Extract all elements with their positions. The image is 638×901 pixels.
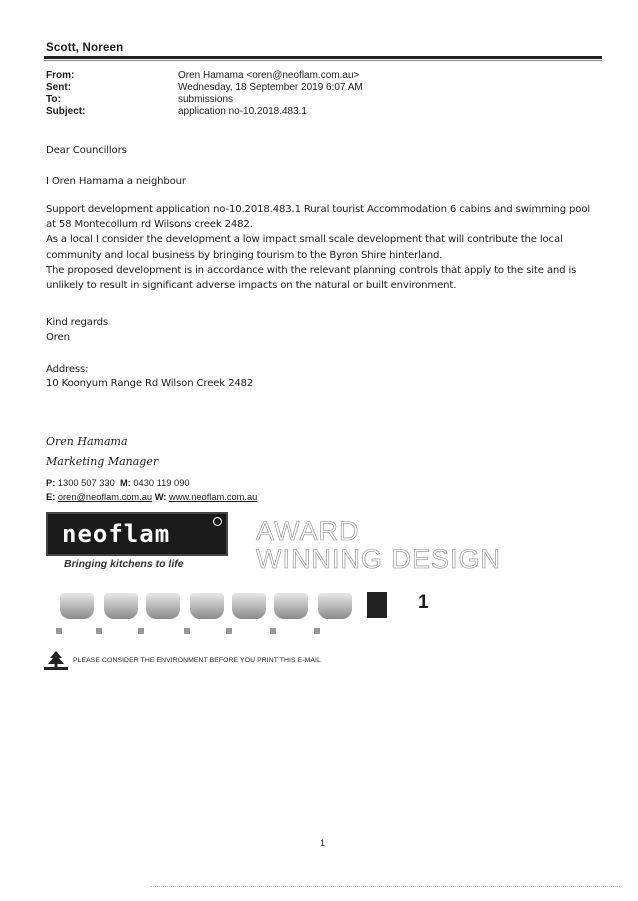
- cookware-image: [190, 593, 224, 619]
- cookware-image: [60, 593, 94, 619]
- award-number: 1: [418, 592, 429, 613]
- registered-mark-icon: [213, 517, 222, 526]
- award-line-1: AWARD: [256, 516, 360, 546]
- address-value: 10 Koonyum Range Rd Wilson Creek 2482: [46, 378, 254, 389]
- signature-title: Marketing Manager: [46, 455, 159, 468]
- phone-number: 1300 507 330: [57, 478, 115, 488]
- sent-value: Wednesday, 18 September 2019 6:07 AM: [178, 82, 363, 93]
- caption-mark: [184, 628, 190, 634]
- cookware-image: [146, 593, 180, 619]
- contact-phones: P: 1300 507 330 M: 0430 119 090: [46, 478, 190, 489]
- mobile-number: 0430 119 090: [133, 478, 190, 488]
- to-value: submissions: [178, 94, 234, 105]
- contact-web: E: oren@neoflam.com.au W: www.neoflam.co…: [46, 492, 257, 503]
- scan-artifact-line: [150, 886, 620, 887]
- cookware-image: [318, 593, 352, 619]
- address-label: Address:: [46, 364, 89, 375]
- greeting: Dear Councillors: [46, 145, 127, 156]
- cookware-image: [274, 593, 308, 619]
- page-number: 1: [320, 838, 326, 848]
- caption-mark: [314, 628, 320, 634]
- phone-label: P:: [46, 478, 56, 488]
- caption-mark: [56, 628, 62, 634]
- caption-mark: [270, 628, 276, 634]
- product-images: [46, 583, 406, 628]
- paragraph-planning: The proposed development is in accordanc…: [46, 264, 577, 292]
- signature-name: Oren Hamama: [46, 435, 128, 448]
- cookware-image: [232, 593, 266, 619]
- brand-badge-icon: [367, 592, 387, 618]
- caption-mark: [226, 628, 232, 634]
- author-name: Scott, Noreen: [46, 42, 124, 54]
- from-label: From:: [46, 70, 75, 81]
- paragraph-support: Support development application no-10.20…: [46, 204, 590, 231]
- environment-note: PLEASE CONSIDER THE ENVIRONMENT BEFORE Y…: [73, 657, 321, 664]
- cookware-image: [104, 593, 138, 619]
- body-paragraphs: Support development application no-10.20…: [46, 202, 602, 293]
- to-label: To:: [46, 94, 61, 105]
- closing: Kind regards: [46, 317, 109, 328]
- website-link[interactable]: www.neoflam.com.au: [168, 492, 258, 502]
- closing-name: Oren: [46, 332, 70, 343]
- header-rule: [44, 56, 602, 59]
- paragraph-local: As a local I consider the development a …: [46, 234, 563, 261]
- award-line-2: WINNING DESIGN: [256, 544, 502, 574]
- subject-value: application no-10.2018.483.1: [178, 106, 307, 117]
- email-label: E:: [46, 492, 56, 502]
- caption-mark: [138, 628, 144, 634]
- tree-icon: [44, 651, 68, 670]
- logo-wordmark: neoflam: [62, 520, 171, 548]
- header-rule-thin: [44, 60, 602, 61]
- product-captions: [46, 628, 376, 638]
- subject-label: Subject:: [46, 106, 86, 117]
- neoflam-logo: neoflam: [46, 512, 228, 556]
- from-value: Oren Hamama <oren@neoflam.com.au>: [178, 70, 360, 81]
- logo-tagline: Bringing kitchens to life: [64, 558, 184, 570]
- email-link[interactable]: oren@neoflam.com.au: [57, 492, 153, 502]
- web-label: W:: [154, 492, 167, 502]
- mobile-label: M:: [119, 478, 131, 488]
- caption-mark: [96, 628, 102, 634]
- intro-line: I Oren Hamama a neighbour: [46, 176, 186, 187]
- sent-label: Sent:: [46, 82, 71, 93]
